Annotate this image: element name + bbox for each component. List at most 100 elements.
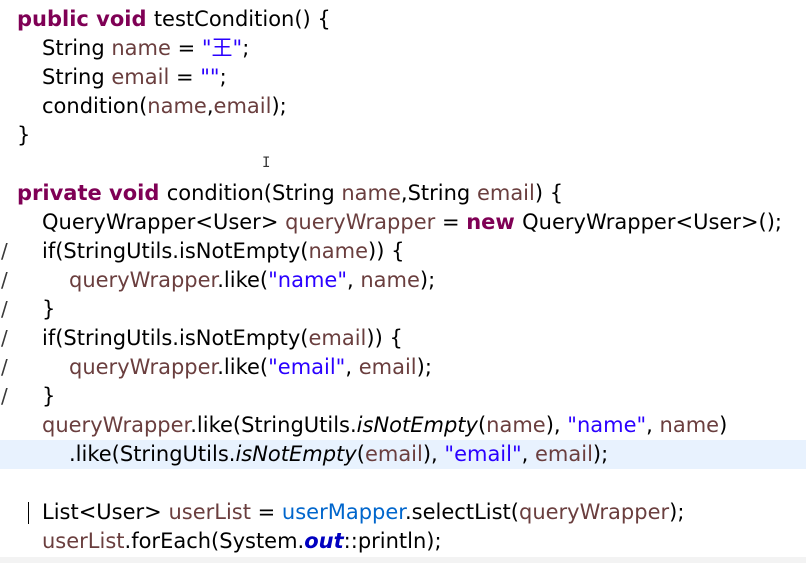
code-token: name: [486, 413, 546, 437]
code-token: "": [200, 65, 220, 89]
code-token: }: [17, 123, 31, 147]
code-token: (: [356, 442, 365, 466]
code-token: ),: [422, 442, 445, 466]
code-token: name: [308, 239, 369, 263]
code-token: QueryWrapper<User>();: [522, 210, 782, 234]
code-text: String email = "";: [42, 63, 227, 92]
code-token: name: [360, 268, 420, 292]
code-token: "王": [201, 36, 243, 60]
code-text: queryWrapper.like(StringUtils.isNotEmpty…: [42, 411, 727, 440]
code-text: String name = "王";: [42, 34, 249, 63]
code-token: ::println);: [343, 529, 442, 553]
code-token: }: [42, 384, 56, 408]
code-text: List<User> userList = userMapper.selectL…: [42, 498, 684, 527]
code-token: .like(StringUtils.: [190, 413, 357, 437]
code-line-16-current[interactable]: .like(StringUtils.isNotEmpty(email), "em…: [0, 440, 806, 524]
code-line-11[interactable]: / }: [0, 295, 806, 324]
code-token: );: [419, 268, 436, 292]
code-token: ;: [242, 36, 250, 60]
code-token: queryWrapper: [69, 268, 218, 292]
code-token: =: [169, 65, 201, 89]
comment-marker: /: [1, 297, 8, 321]
code-token: isNotEmpty: [356, 413, 478, 437]
code-text: if(StringUtils.isNotEmpty(name)) {: [42, 237, 404, 266]
code-token: "name": [268, 268, 347, 292]
code-token: "email": [444, 442, 522, 466]
code-line-9[interactable]: / if(StringUtils.isNotEmpty(name)) {: [0, 237, 806, 266]
comment-marker: /: [1, 326, 8, 350]
code-token: );: [592, 442, 609, 466]
code-line-15[interactable]: queryWrapper.like(StringUtils.isNotEmpty…: [0, 411, 806, 440]
code-line-2[interactable]: String name = "王";: [0, 34, 806, 63]
code-text: userList.forEach(System.out::println);: [42, 527, 442, 556]
code-text: public void testCondition() {: [17, 5, 331, 34]
code-token: QueryWrapper<User>: [42, 210, 286, 234]
code-token: ,String: [400, 181, 477, 205]
code-line-8[interactable]: QueryWrapper<User> queryWrapper = new Qu…: [0, 208, 806, 237]
code-token: =: [435, 210, 467, 234]
code-token: userList: [42, 529, 125, 553]
i-beam-icon: I: [262, 155, 271, 171]
code-token: String: [42, 36, 112, 60]
code-line-5[interactable]: }: [0, 121, 806, 150]
code-token: email: [364, 442, 423, 466]
code-token: name: [341, 181, 401, 205]
code-token: );: [416, 355, 432, 379]
code-token: public void: [17, 7, 154, 31]
code-token: =: [250, 500, 282, 524]
code-token: queryWrapper: [42, 413, 191, 437]
comment-marker: /: [1, 239, 8, 263]
code-token: name: [111, 36, 171, 60]
code-token: queryWrapper: [69, 355, 218, 379]
code-token: out: [304, 529, 344, 553]
code-token: userList: [168, 500, 251, 524]
code-token: .like(: [217, 268, 269, 292]
code-line-18[interactable]: List<User> userList = userMapper.selectL…: [0, 498, 806, 527]
code-text: }: [17, 121, 30, 150]
code-token: =: [170, 36, 202, 60]
code-line-3[interactable]: String email = "";: [0, 63, 806, 92]
code-token: email: [476, 181, 535, 205]
code-token: email: [213, 94, 272, 118]
code-token: ,: [206, 94, 214, 118]
code-token: name: [147, 94, 207, 118]
code-line-7[interactable]: private void condition(String name,Strin…: [0, 179, 806, 208]
text-caret: [27, 502, 29, 524]
code-token: .selectList(: [405, 500, 519, 524]
code-text: queryWrapper.like("name", name);: [69, 266, 435, 295]
code-line-1[interactable]: public void testCondition() {: [0, 5, 806, 34]
code-text: private void condition(String name,Strin…: [17, 179, 563, 208]
code-token: if(StringUtils.isNotEmpty(: [42, 239, 309, 263]
code-line-10[interactable]: / queryWrapper.like("name", name);: [0, 266, 806, 295]
code-token: (: [477, 413, 487, 437]
code-token: ),: [545, 413, 568, 437]
code-token: email: [535, 442, 593, 466]
code-line-4[interactable]: condition(name,email);: [0, 92, 806, 121]
editor-bottom-edge: [0, 557, 806, 563]
code-line-14[interactable]: / }: [0, 382, 806, 411]
code-token: if(StringUtils.isNotEmpty(: [42, 326, 309, 350]
code-line-17[interactable]: [0, 469, 806, 498]
code-token: String: [42, 65, 112, 89]
code-token: queryWrapper: [518, 500, 670, 524]
code-token: ): [719, 413, 728, 437]
code-token: "name": [567, 413, 647, 437]
code-token: ,: [646, 413, 660, 437]
code-text: QueryWrapper<User> queryWrapper = new Qu…: [42, 208, 782, 237]
code-token: }: [42, 297, 56, 321]
code-text: if(StringUtils.isNotEmpty(email)) {: [42, 324, 403, 353]
code-line-13[interactable]: / queryWrapper.like("email", email);: [0, 353, 806, 382]
code-line-6[interactable]: [0, 150, 806, 179]
code-token: new: [466, 210, 523, 234]
code-text: .like(StringUtils.isNotEmpty(email), "em…: [69, 440, 608, 469]
code-token: ,: [345, 355, 359, 379]
code-line-12[interactable]: / if(StringUtils.isNotEmpty(email)) {: [0, 324, 806, 353]
code-token: email: [111, 65, 170, 89]
code-token: userMapper: [281, 500, 405, 524]
code-token: );: [271, 94, 287, 118]
code-line-19[interactable]: userList.forEach(System.out::println);: [0, 527, 806, 556]
code-token: isNotEmpty: [235, 442, 357, 466]
code-text: condition(name,email);: [42, 92, 287, 121]
code-token: ) {: [534, 181, 564, 205]
